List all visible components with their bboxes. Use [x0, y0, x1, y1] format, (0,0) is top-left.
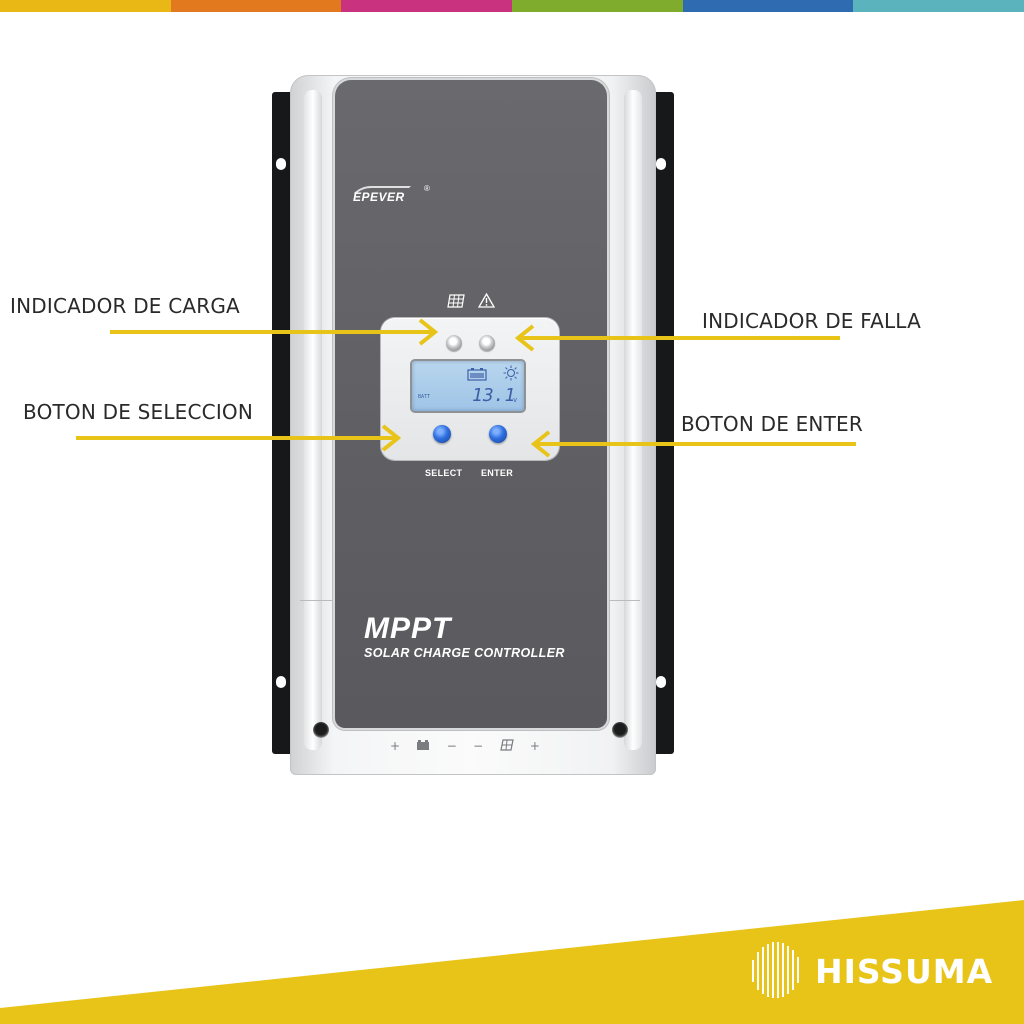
mount-hole — [276, 158, 286, 170]
housing-rail-right — [624, 90, 642, 750]
enter-button[interactable] — [489, 425, 507, 443]
arrow-to-charge-indicator — [110, 318, 439, 346]
stripe-magenta — [341, 0, 513, 12]
stripe-yellow — [0, 0, 171, 12]
terminal-battery-plus: + — [390, 739, 401, 753]
terminal-labels: + − − + — [390, 739, 540, 753]
lcd-battery-icon — [467, 368, 487, 381]
battery-icon — [417, 740, 430, 750]
registered-mark: ® — [424, 184, 430, 193]
lcd-voltage-unit: v — [513, 396, 518, 404]
warning-icon — [478, 293, 495, 308]
lcd-display: BATT 13.1 v — [412, 361, 524, 411]
top-color-stripes — [0, 0, 1024, 12]
terminal-pv-plus: + — [529, 739, 540, 753]
screw-right — [612, 722, 628, 738]
fault-indicator-led — [479, 335, 495, 351]
mount-hole — [276, 676, 286, 688]
lcd-sun-icon — [503, 365, 519, 381]
arrow-to-enter-button — [530, 430, 856, 458]
sun-stripes-icon — [752, 942, 799, 998]
brand-swoosh-icon — [347, 186, 411, 210]
stripe-orange — [170, 0, 342, 12]
stripe-green — [512, 0, 683, 12]
stripe-blue — [682, 0, 854, 12]
select-button-label: SELECT — [425, 468, 463, 478]
mount-hole — [656, 676, 666, 688]
hissuma-logo: HISSUMA — [815, 952, 994, 991]
callout-fault-indicator: INDICADOR DE FALLA — [702, 309, 921, 333]
right-mounting-bracket — [652, 92, 674, 754]
arrow-to-fault-indicator — [514, 324, 840, 352]
callout-charge-indicator: INDICADOR DE CARGA — [10, 294, 240, 318]
arrow-to-select-button — [76, 424, 402, 452]
charge-indicator-led — [446, 335, 462, 351]
housing-rail-left — [304, 90, 322, 750]
enter-button-label: ENTER — [481, 468, 514, 478]
terminal-battery-minus: − — [446, 739, 457, 753]
lcd-voltage-value: 13.1 — [472, 385, 516, 406]
screw-left — [313, 722, 329, 738]
model-subtitle: SOLAR CHARGE CONTROLLER — [364, 646, 565, 660]
callout-select-button: BOTON DE SELECCION — [23, 400, 254, 424]
select-button[interactable] — [433, 425, 451, 443]
callout-enter-button: BOTON DE ENTER — [681, 412, 863, 436]
lcd-small-label: BATT — [418, 394, 431, 400]
solar-panel-icon — [499, 739, 514, 751]
solar-panel-icon — [447, 294, 465, 308]
stripe-teal — [853, 0, 1024, 12]
mount-hole — [656, 158, 666, 170]
brand-logo: EPEVER — [353, 190, 405, 204]
terminal-pv-minus: − — [473, 739, 484, 753]
model-title: MPPT — [364, 612, 452, 645]
